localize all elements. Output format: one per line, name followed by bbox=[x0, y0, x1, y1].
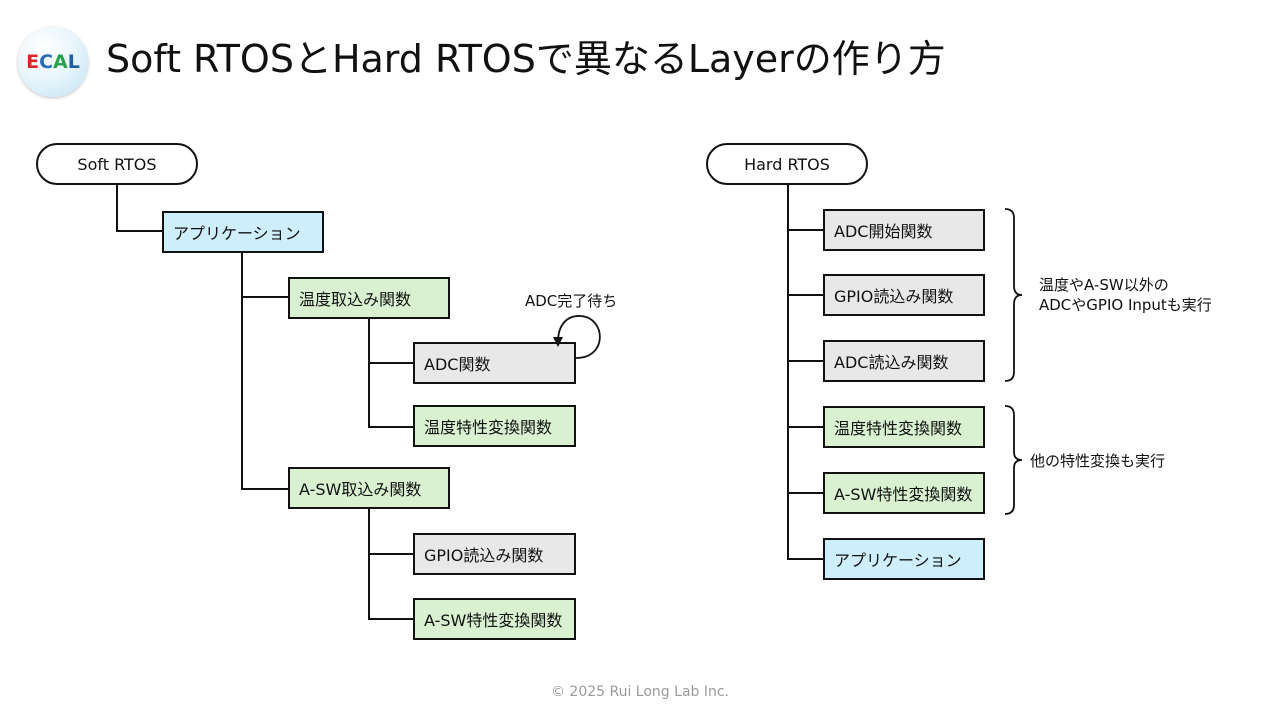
logo-letter-e: E bbox=[26, 51, 40, 73]
logo-letter-c: C bbox=[39, 51, 54, 73]
soft-gpio-read-box: GPIO読込み関数 bbox=[413, 533, 576, 575]
soft-adc-box: ADC関数 bbox=[413, 342, 576, 384]
soft-line-to-temp-convert bbox=[368, 426, 414, 428]
hard-rtos-root: Hard RTOS bbox=[706, 143, 868, 185]
hard-note-convert: 他の特性変換も実行 bbox=[1030, 452, 1166, 470]
hard-line-to-asw-convert bbox=[787, 492, 824, 494]
soft-application-box: アプリケーション bbox=[162, 211, 324, 253]
soft-temp-convert-box: 温度特性変換関数 bbox=[413, 405, 576, 447]
hard-temp-convert-box: 温度特性変換関数 bbox=[823, 406, 985, 448]
soft-line-to-adc bbox=[368, 362, 414, 364]
ecal-logo: ECAL bbox=[18, 27, 88, 97]
hard-line-to-gpio-read bbox=[787, 294, 824, 296]
hard-note-inputs-line2: ADCやGPIO Inputも実行 bbox=[1039, 296, 1212, 314]
soft-line-to-temp-read bbox=[241, 296, 289, 298]
hard-line-to-adc-start bbox=[787, 229, 824, 231]
hard-line-to-adc-read bbox=[787, 360, 824, 362]
hard-application-box: アプリケーション bbox=[823, 538, 985, 580]
soft-line-to-asw-convert bbox=[368, 618, 414, 620]
soft-temp-read-box: 温度取込み関数 bbox=[288, 277, 450, 319]
logo-letter-a: A bbox=[53, 51, 68, 73]
hard-note-inputs-line1: 温度やA-SW以外の bbox=[1039, 276, 1169, 294]
hard-asw-convert-box: A-SW特性変換関数 bbox=[823, 472, 985, 514]
hard-line-to-temp-convert bbox=[787, 426, 824, 428]
soft-line-asw-down bbox=[368, 509, 370, 620]
soft-line-app-down bbox=[241, 252, 243, 490]
hard-brace-inputs bbox=[1004, 208, 1023, 382]
soft-line-root-to-app bbox=[116, 230, 163, 232]
soft-asw-convert-box: A-SW特性変換関数 bbox=[413, 598, 576, 640]
soft-line-temp-down bbox=[368, 318, 370, 428]
hard-brace-convert bbox=[1004, 405, 1023, 515]
soft-rtos-root: Soft RTOS bbox=[36, 143, 198, 185]
soft-line-root-down bbox=[116, 184, 118, 232]
copyright-footer: © 2025 Rui Long Lab Inc. bbox=[550, 684, 730, 700]
hard-gpio-read-box: GPIO読込み関数 bbox=[823, 274, 985, 316]
soft-line-to-gpio bbox=[368, 553, 414, 555]
hard-adc-start-box: ADC開始関数 bbox=[823, 209, 985, 251]
page-title: Soft RTOSとHard RTOSで異なるLayerの作り方 bbox=[106, 37, 946, 81]
hard-note-inputs: 温度やA-SW以外の ADCやGPIO Inputも実行 bbox=[1039, 275, 1212, 315]
hard-line-to-application bbox=[787, 558, 824, 560]
logo-letter-l: L bbox=[67, 51, 80, 73]
logo-text: ECAL bbox=[26, 51, 80, 73]
hard-adc-read-box: ADC読込み関数 bbox=[823, 340, 985, 382]
hard-line-root-down bbox=[787, 184, 789, 560]
adc-wait-label: ADC完了待ち bbox=[525, 292, 618, 310]
adc-wait-loop-arrow bbox=[553, 315, 601, 359]
soft-asw-read-box: A-SW取込み関数 bbox=[288, 467, 450, 509]
soft-line-to-asw-read bbox=[241, 488, 289, 490]
